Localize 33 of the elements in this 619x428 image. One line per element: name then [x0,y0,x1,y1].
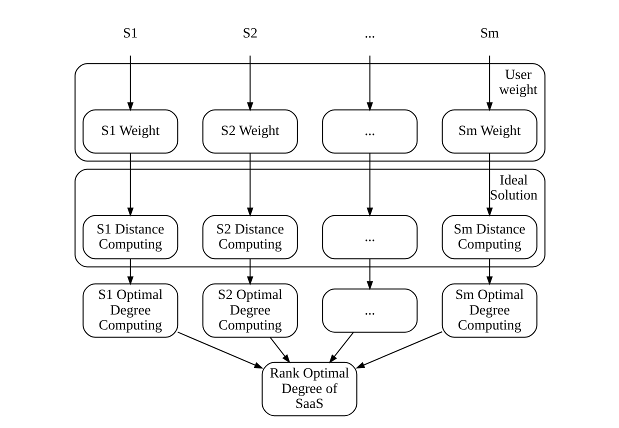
node-box: S2 Optimal Degree Computing [202,283,298,338]
node-box: Sm Weight [441,109,537,154]
node-box: S1 Distance Computing [82,215,178,260]
arrow [246,56,253,112]
node-box: S1 Weight [82,109,178,154]
node-box: S2 Distance Computing [202,215,298,260]
node-box: ... [322,215,418,260]
arrow [355,331,442,368]
node-box: ... [322,288,418,333]
arrow [366,153,373,217]
node-box: ... [322,109,418,154]
arrow [486,153,492,217]
arrow [126,56,134,112]
node-box: S2 Weight [202,109,298,154]
node-text: Sm [480,26,498,42]
arrow [366,258,373,290]
arrow [246,258,253,286]
arrow [486,258,492,286]
node-box: Sm Distance Computing [441,215,537,260]
arrow [486,56,492,112]
arrow [328,332,354,364]
node-box: Sm Optimal Degree Computing [441,283,537,338]
arrow [269,337,290,364]
arrow [126,258,134,286]
arrow [177,332,263,369]
arrow [126,153,134,217]
node-text: S1 [122,26,138,42]
arrow [366,56,373,112]
node-box: Rank Optimal Degree of SaaS [261,362,357,416]
node-box: S1 Optimal Degree Computing [82,283,178,338]
arrow [246,153,253,217]
node-text: ... [364,26,375,42]
node-text: S2 [242,26,258,42]
